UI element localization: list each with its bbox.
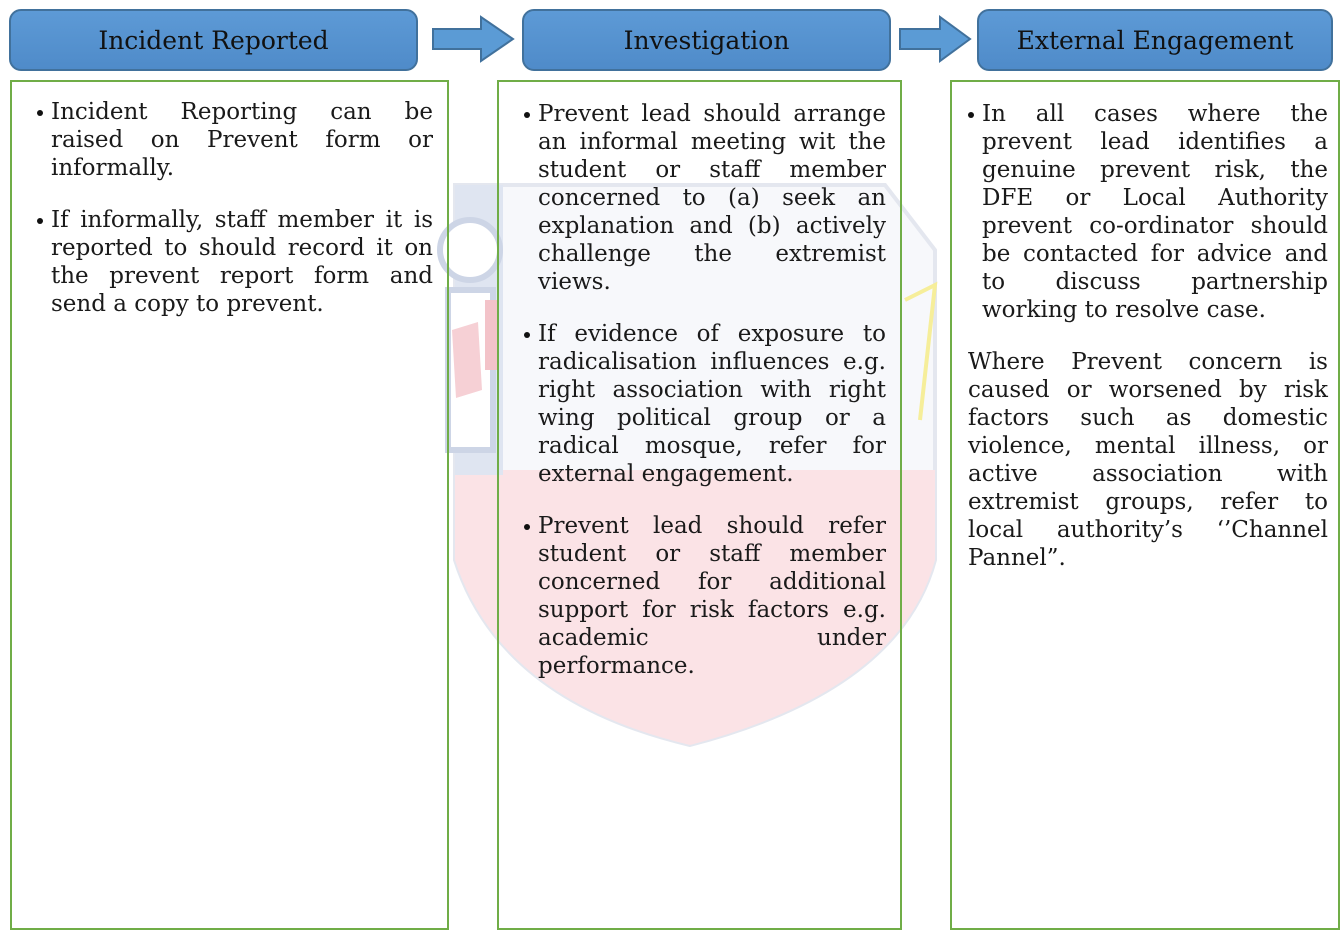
external-engagement-title: External Engagement [1016,25,1294,55]
watermark-figure-head [437,217,503,283]
incident-reported-header: Incident Reported [9,9,418,71]
watermark-figure-tie [485,300,497,370]
investigation-title: Investigation [623,25,790,55]
list-item: Prevent lead should arrange an informal … [524,100,886,296]
list-item: In all cases where the prevent lead iden… [968,100,1328,324]
incident-reported-box: Incident Reporting can be raised on Prev… [10,80,449,930]
incident-reported-title: Incident Reported [98,25,329,55]
arrow-right-icon [432,15,515,63]
arrow-right-shape [899,15,972,63]
external-engagement-list: In all cases where the prevent lead iden… [968,100,1328,324]
watermark-yellow-mark [904,281,938,421]
list-item: Incident Reporting can be raised on Prev… [37,98,433,182]
investigation-box: Prevent lead should arrange an informal … [497,80,902,930]
external-engagement-box: In all cases where the prevent lead iden… [950,80,1340,930]
investigation-list: Prevent lead should arrange an informal … [524,100,886,680]
incident-reported-list: Incident Reporting can be raised on Prev… [37,98,433,318]
list-item: If informally, staff member it is report… [37,206,433,318]
watermark-red-band [455,470,935,745]
external-engagement-header: External Engagement [977,9,1333,71]
list-item: Prevent lead should refer student or sta… [524,512,886,680]
arrow-right-shape [432,15,515,63]
channel-panel-paragraph: Where Prevent concern is caused or worse… [968,349,1328,571]
watermark-book [452,322,482,398]
investigation-header: Investigation [522,9,891,71]
arrow-right-icon [899,15,972,63]
list-item: If evidence of exposure to radicalisatio… [524,320,886,488]
